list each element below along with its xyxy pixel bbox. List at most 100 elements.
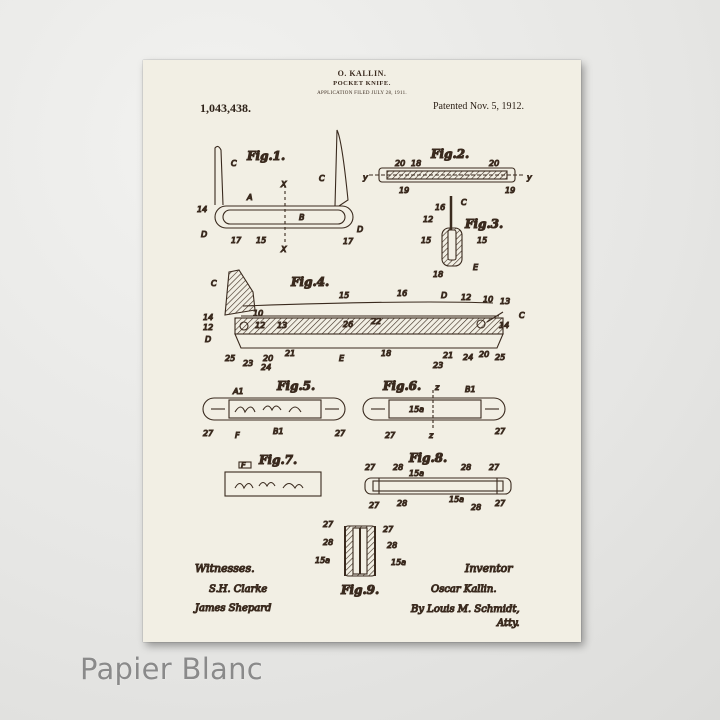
fig3-drawing: [441, 196, 463, 267]
fig6-ref-27-right: 27: [495, 427, 506, 436]
fig8-ref-28-tl: 28: [393, 463, 403, 472]
fig8-ref-27-tl: 27: [365, 463, 376, 472]
inventor-label: Inventor: [464, 562, 513, 575]
fig6-ref-b1: B1: [465, 385, 476, 394]
fig6-ref-z-bottom: z: [428, 431, 434, 440]
fig4-ref-25-left: 25: [225, 354, 235, 363]
fig1-ref-14: 14: [197, 205, 207, 214]
fig4-ref-e: E: [339, 354, 345, 363]
fig7-ref-f: F: [241, 461, 246, 470]
fig1-ref-x-bottom: X: [280, 245, 287, 254]
fig4-ref-c-right: C: [519, 311, 525, 320]
fig1-ref-17-right: 17: [343, 237, 354, 246]
fig1-ref-d-right: D: [357, 225, 363, 234]
fig6-label: Fig.6.: [382, 379, 421, 393]
fig9-ref-27-tr: 27: [383, 525, 394, 534]
fig9-drawing: [344, 525, 376, 577]
fig3-ref-e: E: [473, 263, 479, 272]
fig6-ref-z-top: z: [434, 383, 440, 392]
fig2-ref-19-right: 19: [505, 186, 515, 195]
application-filed: APPLICATION FILED JULY 28, 1911.: [317, 91, 407, 96]
fig9-ref-15a-l: 15a: [315, 556, 330, 565]
fig6-ref-15a: 15a: [409, 405, 424, 414]
fig8-ref-15a-bottom: 15a: [449, 495, 464, 504]
fig8-label: Fig.8.: [408, 451, 447, 465]
patent-number: 1,043,438.: [200, 101, 251, 115]
fig4-ref-24-right: 24: [463, 353, 473, 362]
inventor-heading: O. KALLIN.: [337, 69, 387, 78]
fig4-ref-26: 26: [343, 320, 353, 329]
patent-drawing: Fig.1. C C A B 14 D D 17 17 15 X X Fig.2…: [192, 129, 533, 630]
fig5-ref-b1: B1: [273, 427, 284, 436]
fig5-ref-27-left: 27: [203, 429, 214, 438]
fig4-ref-16: 16: [397, 289, 407, 298]
fig8-ref-28-bl: 28: [397, 499, 407, 508]
fig5-drawing: [202, 397, 346, 421]
fig5-label: Fig.5.: [276, 379, 315, 393]
fig4-ref-25-right: 25: [495, 353, 505, 362]
patented-date: Patented Nov. 5, 1912.: [433, 101, 525, 112]
fig4-ref-18: 18: [381, 349, 391, 358]
fig8-drawing: [364, 477, 512, 495]
fig1-label: Fig.1.: [246, 149, 285, 163]
fig4-label: Fig.4.: [290, 275, 329, 289]
fig4-ref-10-right: 10: [483, 295, 493, 304]
fig8-ref-15a-top: 15a: [409, 469, 424, 478]
fig2-ref-20-right: 20: [489, 159, 499, 168]
fig4-ref-10-left: 10: [253, 309, 263, 318]
fig2-ref-19-left: 19: [399, 186, 409, 195]
fig4-ref-20-right: 20: [479, 350, 489, 359]
attorney-suffix: Atty.: [496, 618, 520, 629]
fig4-ref-12-mid: 12: [255, 321, 265, 330]
fig4-ref-12-left: 12: [203, 323, 213, 332]
fig3-ref-c: C: [461, 198, 467, 207]
fig1-ref-b: B: [299, 213, 305, 222]
fig8-ref-27-bl: 27: [369, 501, 380, 510]
fig6-drawing: [362, 390, 506, 428]
fig8-ref-27-tr: 27: [489, 463, 500, 472]
fig2-ref-18: 18: [411, 159, 421, 168]
fig9-ref-28-r: 28: [387, 541, 397, 550]
fig4-ref-23-left: 23: [243, 359, 253, 368]
fig4-ref-21-left: 21: [285, 349, 295, 358]
fig4-ref-c-left: C: [211, 279, 217, 288]
fig3-ref-18: 18: [433, 270, 443, 279]
fig9-ref-27-tl: 27: [323, 520, 334, 529]
fig4-ref-23-right: 23: [433, 361, 443, 370]
fig4-ref-15: 15: [339, 291, 349, 300]
fig2-label: Fig.2.: [430, 147, 469, 161]
fig1-ref-x-top: X: [280, 180, 287, 189]
fig7-drawing: [224, 461, 322, 497]
fig4-ref-13-right: 13: [500, 297, 510, 306]
attorney-signature: By Louis M. Schmidt,: [410, 604, 520, 615]
fig7-label: Fig.7.: [258, 453, 297, 467]
fig4-ref-20-left: 20: [263, 354, 273, 363]
fig3-ref-12: 12: [423, 215, 433, 224]
paper-type-caption: Papier Blanc: [80, 652, 264, 686]
fig5-ref-27-right: 27: [335, 429, 346, 438]
fig1-drawing: [214, 129, 354, 242]
patent-title: POCKET KNIFE.: [333, 80, 391, 87]
fig3-ref-16: 16: [435, 203, 445, 212]
fig9-ref-15a-r: 15a: [391, 558, 406, 567]
patent-sheet: O. KALLIN. POCKET KNIFE. APPLICATION FIL…: [143, 60, 581, 642]
fig9-ref-28-l: 28: [323, 538, 333, 547]
fig4-ref-d-left: D: [205, 335, 211, 344]
witness1-signature: S.H. Clarke: [209, 584, 267, 595]
fig4-ref-14-right: 14: [499, 321, 509, 330]
inventor-signature: Oscar Kallin.: [431, 584, 497, 595]
fig8-ref-27-br: 27: [495, 499, 506, 508]
fig8-ref-28-br: 28: [471, 503, 481, 512]
fig2-ref-y-left: y: [362, 173, 368, 182]
fig2-ref-20-left: 20: [395, 159, 405, 168]
fig5-ref-a1: A1: [232, 387, 244, 396]
fig1-ref-d-left: D: [201, 230, 207, 239]
fig4-ref-22: 22: [371, 317, 381, 326]
fig4-ref-13-left: 13: [277, 321, 287, 330]
fig9-label: Fig.9.: [340, 583, 379, 597]
fig1-ref-a: A: [246, 193, 252, 202]
witnesses-heading: Witnesses.: [195, 562, 255, 575]
fig3-ref-15-right: 15: [477, 236, 487, 245]
fig5-ref-f: F: [235, 431, 240, 440]
fig4-ref-21-right: 21: [443, 351, 453, 360]
